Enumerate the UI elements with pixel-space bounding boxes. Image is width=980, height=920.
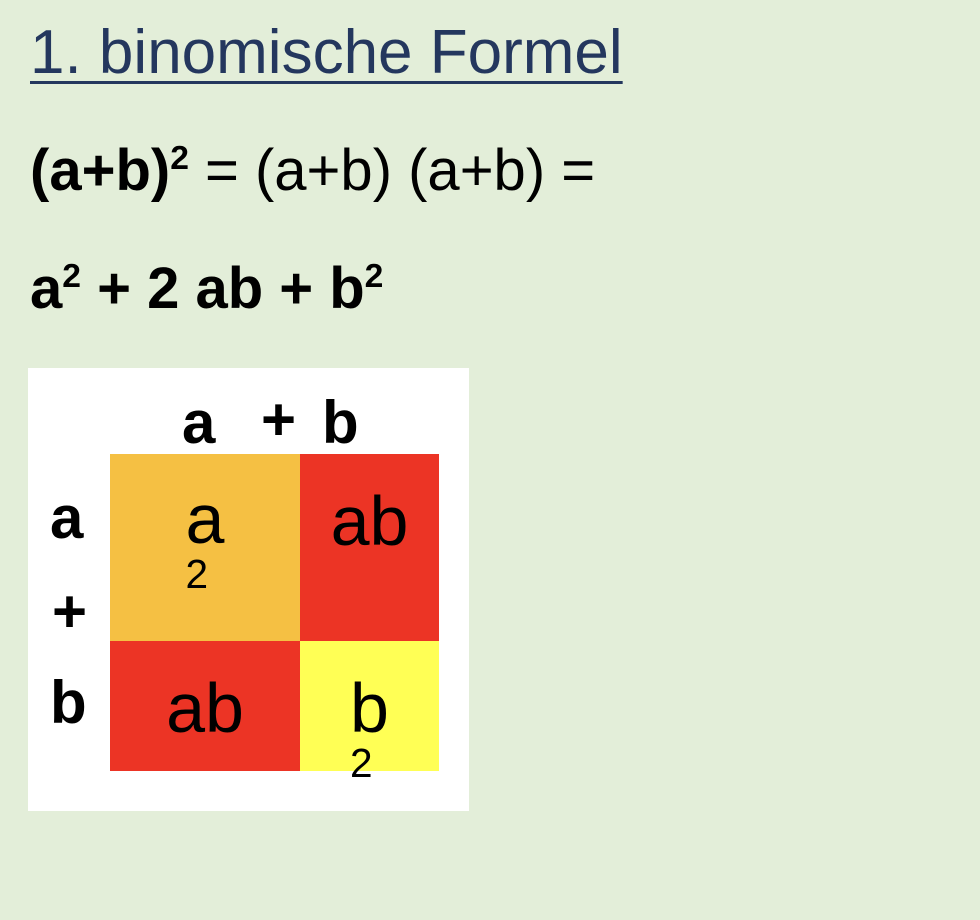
square-a-label: a <box>185 480 225 558</box>
result-term-a-exponent: 2 <box>62 258 81 296</box>
rectangle-ab-bottom-label: ab <box>166 669 244 747</box>
page-title-link[interactable]: 1. binomische Formel <box>30 18 623 87</box>
result-term-a: a <box>30 256 63 321</box>
square-b-label: b <box>350 669 389 747</box>
result-middle-terms: + 2 ab + b <box>80 256 365 321</box>
square-b-exponent: 2 <box>350 739 373 786</box>
top-label-a: a <box>182 389 216 456</box>
formula-lhs-base: (a+b) <box>30 138 171 203</box>
top-label-b: b <box>322 389 359 456</box>
rectangle-ab-bottom: ab <box>110 641 300 771</box>
top-label-plus: + <box>261 386 297 453</box>
rectangle-ab-top: ab <box>300 454 439 641</box>
formula-line-result: a2 + 2 ab + b2 <box>30 252 383 326</box>
side-label-b: b <box>50 669 87 736</box>
formula-line-expansion: (a+b)2 = (a+b) (a+b) = <box>30 134 595 208</box>
square-a-exponent: 2 <box>185 550 209 597</box>
formula-lhs: (a+b)2 <box>30 138 189 203</box>
rectangle-ab-top-label: ab <box>330 482 409 560</box>
side-label-a: a <box>50 484 84 551</box>
result-term-b-exponent: 2 <box>364 258 384 296</box>
formula-lhs-exponent: 2 <box>170 140 189 178</box>
side-label-plus: + <box>52 578 88 645</box>
formula-rhs: = (a+b) (a+b) = <box>188 138 596 203</box>
